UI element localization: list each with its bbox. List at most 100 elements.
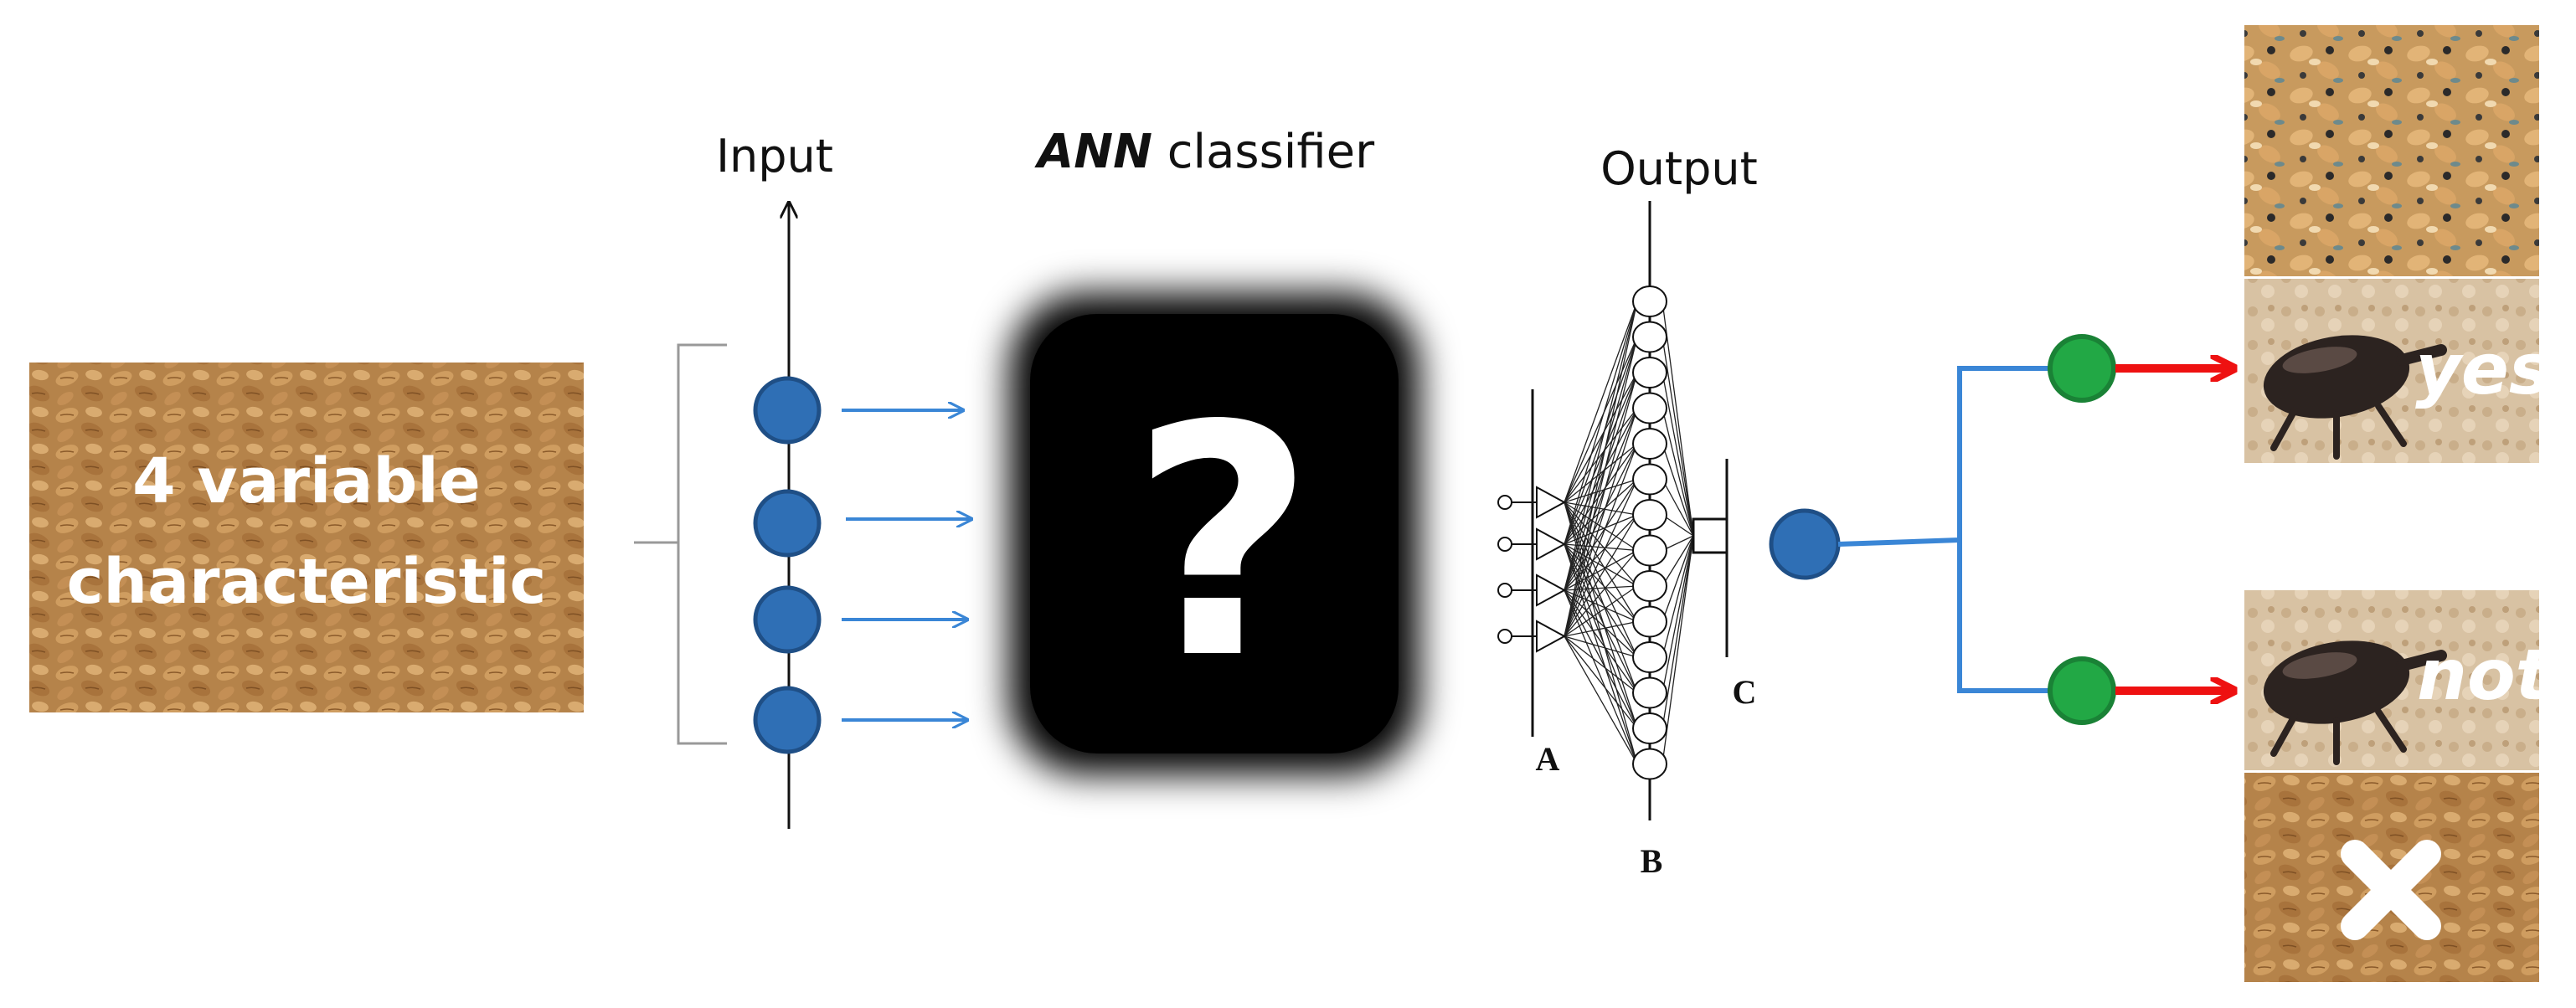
network-edge: [1564, 479, 1638, 545]
classifier-title: ANN classifier: [1034, 125, 1375, 179]
network-input-unit: [1536, 486, 1567, 519]
input-label: Input: [716, 130, 833, 183]
network-hidden-unit: [1632, 570, 1667, 602]
network-edge: [1564, 478, 1638, 503]
network-hidden-unit: [1632, 605, 1667, 638]
network-edge: [1564, 479, 1638, 637]
input-nodes: [753, 376, 822, 754]
network-edge: [1564, 443, 1638, 545]
not-decision-node: [2048, 656, 2116, 725]
network-output-unit: [1692, 517, 1728, 554]
input-node-4: [753, 686, 822, 754]
network-edge: [1564, 408, 1638, 637]
network-edge: [1564, 337, 1638, 545]
network-edge: [1564, 301, 1638, 545]
network-edge: [1564, 372, 1638, 591]
weevil-not-image: not: [2244, 590, 2552, 770]
network-edge: [1564, 549, 1638, 591]
network-edge: [1564, 543, 1638, 552]
question-mark-icon: ?: [1131, 357, 1315, 728]
network-input-terminal: [1497, 495, 1512, 510]
output-node: [1769, 508, 1841, 580]
network-edge: [1564, 635, 1638, 729]
network-edge: [1564, 372, 1638, 545]
network-edge: [1564, 443, 1638, 637]
x-cross-icon: [2341, 840, 2441, 940]
network-edge: [1564, 301, 1638, 591]
weevil-icon: [2263, 335, 2447, 460]
network-hidden-unit: [1632, 392, 1667, 424]
network-edge: [1662, 479, 1694, 537]
classifier-title-ann: ANN: [1034, 125, 1152, 179]
not-branch-line: [1957, 540, 2052, 693]
network-edge: [1564, 585, 1638, 591]
network-hidden-unit: [1632, 748, 1667, 780]
network-edge: [1564, 337, 1638, 637]
network-hidden-unit: [1632, 428, 1667, 460]
network-edge: [1564, 543, 1638, 658]
infested-grain-image: [2244, 25, 2539, 276]
network-input-unit: [1536, 620, 1567, 653]
yes-branch-line: [1837, 366, 2052, 547]
network-edge: [1564, 589, 1638, 764]
network-edge: [1662, 372, 1694, 537]
network-edge: [1662, 535, 1694, 587]
network-hidden-units: [1632, 285, 1667, 780]
classifier-title-rest: classifier: [1152, 125, 1375, 179]
network-edge: [1564, 543, 1638, 693]
network-hidden-unit: [1632, 712, 1667, 744]
network-edge: [1564, 408, 1638, 503]
network-edge: [1564, 589, 1638, 729]
network-input-unit: [1536, 527, 1567, 561]
network-edge: [1564, 514, 1638, 545]
network-edge: [1564, 337, 1638, 503]
network-edge: [1564, 372, 1638, 637]
wheat-sample-image: 4 variable characteristic: [29, 363, 584, 712]
network-edge: [1564, 620, 1638, 637]
layer-b-label: B: [1641, 842, 1663, 880]
network-edge: [1662, 443, 1694, 537]
network-edge: [1564, 585, 1638, 637]
input-bracket: [677, 343, 727, 745]
network-edge: [1564, 550, 1638, 637]
network-hidden-unit: [1632, 534, 1667, 567]
network-edge: [1564, 589, 1638, 693]
network-edge: [1564, 543, 1638, 729]
layer-c-label: C: [1733, 673, 1757, 711]
network-edge: [1662, 514, 1694, 537]
wheat-label-line1: 4 variable: [132, 445, 481, 517]
layer-a-label: A: [1536, 740, 1560, 778]
network-input-units: [1497, 486, 1567, 653]
wheat-label-line2: characteristic: [67, 546, 547, 618]
yes-decision-node: [2048, 334, 2116, 403]
network-edge: [1564, 543, 1638, 622]
network-edge: [1564, 372, 1638, 503]
network-edge: [1662, 535, 1694, 658]
network-edge: [1564, 589, 1638, 623]
network-input-terminal: [1497, 537, 1512, 552]
network-edge: [1564, 301, 1638, 637]
input-node-2: [753, 489, 822, 558]
input-node-1: [753, 376, 822, 445]
network-hidden-unit: [1632, 676, 1667, 709]
network-hidden-unit: [1632, 641, 1667, 673]
network-edge: [1564, 408, 1638, 545]
network-edge: [1564, 501, 1638, 764]
network-edge: [1662, 535, 1694, 764]
network-edge: [1564, 479, 1638, 591]
network-input-terminal: [1497, 629, 1512, 644]
network-edge: [1564, 408, 1638, 591]
network-edge: [1564, 589, 1638, 658]
network-input-unit: [1536, 573, 1567, 607]
network-connections: [1564, 301, 1694, 764]
network-edge: [1662, 301, 1694, 537]
network-hidden-unit: [1632, 285, 1667, 317]
not-label: not: [2417, 634, 2552, 716]
network-edge: [1662, 535, 1694, 693]
network-edge: [1564, 337, 1638, 591]
network-hidden-unit: [1632, 499, 1667, 531]
yes-label: yes: [2415, 328, 2551, 410]
network-edge: [1564, 635, 1638, 658]
